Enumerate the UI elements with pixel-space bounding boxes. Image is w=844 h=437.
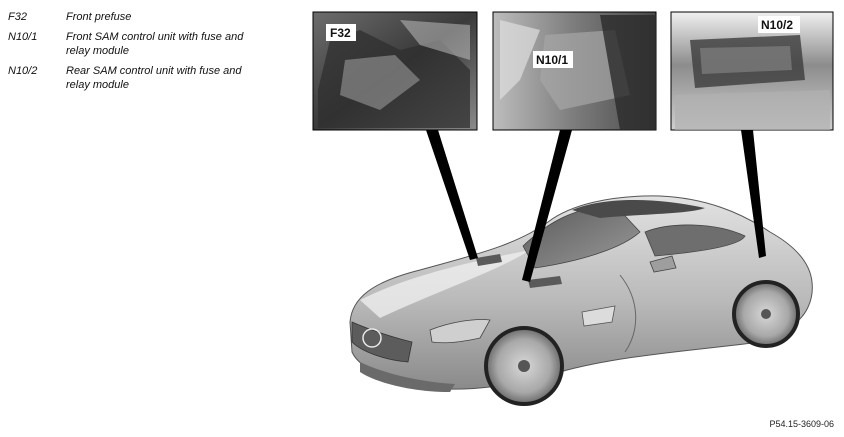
inset-photo-n10-2: N10/2 bbox=[670, 11, 834, 131]
headlight bbox=[429, 319, 491, 344]
side-vent bbox=[581, 305, 616, 327]
hood-vent-front bbox=[476, 254, 502, 266]
front-wheel-hub bbox=[518, 360, 530, 372]
callout-box-n10-1 bbox=[533, 51, 573, 68]
legend-code: F32 bbox=[8, 11, 27, 23]
car-illustration bbox=[349, 195, 813, 406]
legend-description: Rear SAM control unit with fuse and rela… bbox=[66, 65, 242, 91]
callout-label-n10-1: N10/1 bbox=[536, 53, 568, 67]
side-mirror bbox=[649, 255, 677, 273]
legend-code: N10/1 bbox=[8, 31, 38, 43]
pointer-lines bbox=[426, 130, 766, 282]
hood-vent-rear bbox=[528, 276, 562, 288]
roof-glass bbox=[572, 199, 705, 218]
door-line bbox=[619, 274, 637, 353]
legend-item-n10-1: N10/1 Front SAM control unit with fuse a… bbox=[8, 30, 256, 58]
hood-highlight bbox=[360, 250, 530, 318]
star-emblem-icon bbox=[362, 328, 382, 348]
callout-box-f32 bbox=[326, 24, 356, 41]
callout-label-f32: F32 bbox=[330, 26, 351, 40]
legend-description: Front prefuse bbox=[66, 11, 132, 23]
rear-wheel-hub bbox=[761, 309, 771, 319]
figure-reference: P54.15-3609-06 bbox=[769, 419, 834, 429]
side-window bbox=[644, 224, 746, 257]
pointer-f32 bbox=[426, 130, 478, 260]
pointer-n10-2 bbox=[741, 130, 766, 258]
legend-description: Front SAM control unit with fuse and rel… bbox=[66, 31, 244, 57]
legend-item-f32: F32 Front prefuse bbox=[8, 10, 256, 24]
callout-label-n10-2: N10/2 bbox=[761, 18, 793, 32]
windshield bbox=[522, 204, 641, 269]
front-grille bbox=[351, 321, 413, 363]
inset-photo-f32: F32 bbox=[312, 11, 478, 131]
legend-item-n10-2: N10/2 Rear SAM control unit with fuse an… bbox=[8, 64, 256, 92]
lower-intake bbox=[360, 362, 455, 392]
pointer-n10-1 bbox=[522, 130, 572, 282]
legend: F32 Front prefuse N10/1 Front SAM contro… bbox=[8, 10, 256, 98]
inset-photo-n10-1: N10/1 bbox=[492, 11, 657, 131]
callout-box-n10-2 bbox=[758, 16, 800, 33]
legend-code: N10/2 bbox=[8, 65, 38, 77]
